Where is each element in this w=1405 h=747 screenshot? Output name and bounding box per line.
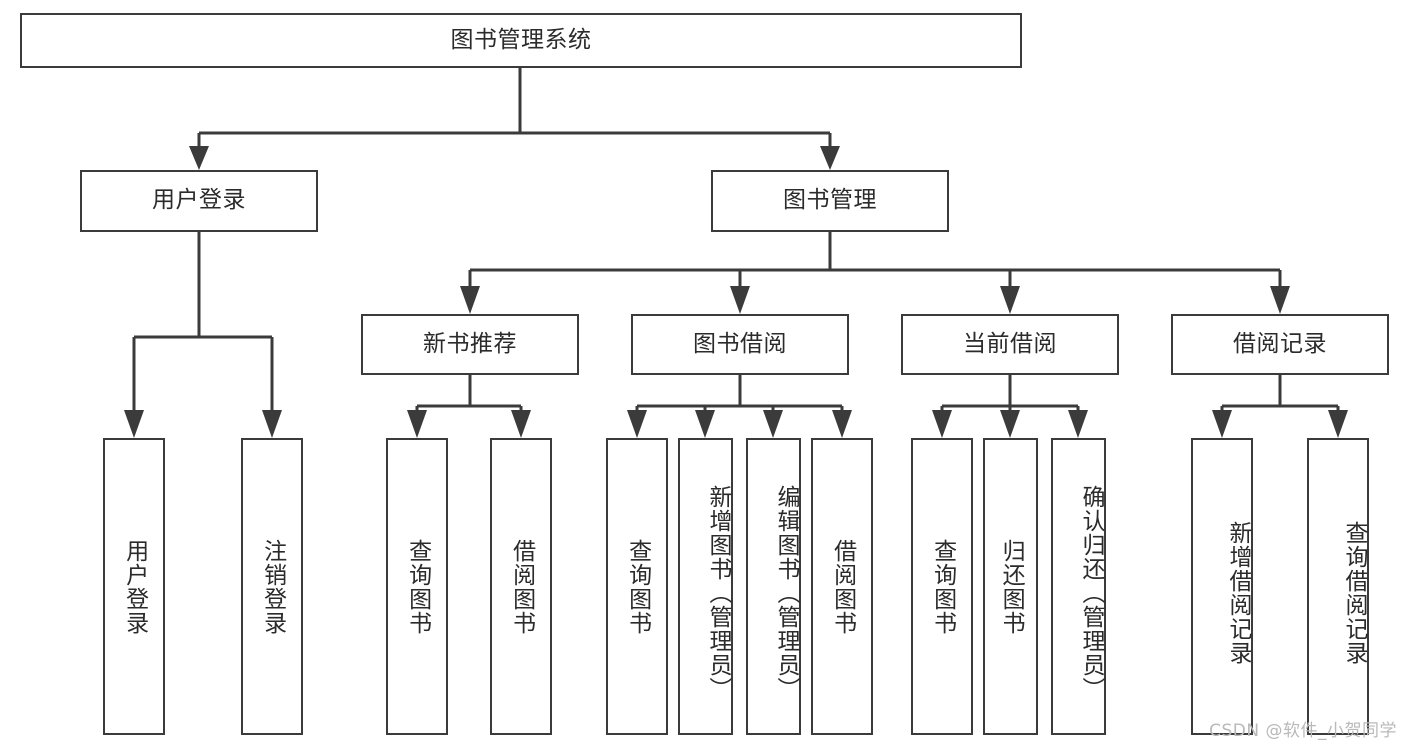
leaf-query-book-3-label: 查询图书 <box>929 538 956 635</box>
node-new-book-recommend-label: 新书推荐 <box>423 330 517 357</box>
node-current-borrow[interactable]: 当前借阅 <box>901 314 1119 375</box>
watermark: CSDN @软件_小贺同学 <box>1209 721 1397 741</box>
leaf-add-record-label: 新增借阅记录 <box>1225 520 1251 665</box>
leaf-borrow-book-2-label: 借阅图书 <box>829 538 856 635</box>
node-borrow-record-label: 借阅记录 <box>1233 330 1327 357</box>
leaf-logout[interactable]: 注销登录 <box>241 438 303 735</box>
node-borrow-record[interactable]: 借阅记录 <box>1171 314 1389 375</box>
node-book-borrow[interactable]: 图书借阅 <box>631 314 849 375</box>
leaf-query-record[interactable]: 查询借阅记录 <box>1307 438 1369 735</box>
leaf-logout-label: 注销登录 <box>259 538 286 635</box>
leaf-borrow-book-2[interactable]: 借阅图书 <box>811 438 873 735</box>
leaf-user-login-label: 用户登录 <box>121 538 148 635</box>
leaf-borrow-book-1[interactable]: 借阅图书 <box>490 438 552 735</box>
node-new-book-recommend[interactable]: 新书推荐 <box>361 314 579 375</box>
leaf-add-record[interactable]: 新增借阅记录 <box>1191 438 1253 735</box>
leaf-query-book-3[interactable]: 查询图书 <box>911 438 973 735</box>
leaf-borrow-book-1-label: 借阅图书 <box>508 538 535 635</box>
leaf-return-book-label: 归还图书 <box>998 538 1025 635</box>
leaf-return-book[interactable]: 归还图书 <box>983 438 1038 735</box>
leaf-query-book-1-label: 查询图书 <box>404 538 431 635</box>
node-root-label: 图书管理系统 <box>450 26 592 53</box>
node-user-login-label: 用户登录 <box>152 187 246 214</box>
leaf-add-book-label: 新增图书（管理员） <box>705 484 731 701</box>
node-book-management-label: 图书管理 <box>783 187 877 214</box>
node-book-management[interactable]: 图书管理 <box>711 170 949 232</box>
node-root[interactable]: 图书管理系统 <box>20 13 1022 68</box>
leaf-edit-book[interactable]: 编辑图书（管理员） <box>746 438 801 735</box>
node-current-borrow-label: 当前借阅 <box>963 330 1057 357</box>
leaf-edit-book-label: 编辑图书（管理员） <box>773 484 799 701</box>
leaf-query-record-label: 查询借阅记录 <box>1341 520 1367 665</box>
leaf-confirm-return[interactable]: 确认归还（管理员） <box>1051 438 1106 735</box>
node-user-login[interactable]: 用户登录 <box>80 170 318 232</box>
node-book-borrow-label: 图书借阅 <box>693 330 787 357</box>
leaf-query-book-2[interactable]: 查询图书 <box>606 438 668 735</box>
leaf-query-book-2-label: 查询图书 <box>624 538 651 635</box>
leaf-add-book[interactable]: 新增图书（管理员） <box>678 438 733 735</box>
leaf-query-book-1[interactable]: 查询图书 <box>386 438 448 735</box>
leaf-confirm-return-label: 确认归还（管理员） <box>1078 484 1104 701</box>
leaf-user-login[interactable]: 用户登录 <box>103 438 165 735</box>
